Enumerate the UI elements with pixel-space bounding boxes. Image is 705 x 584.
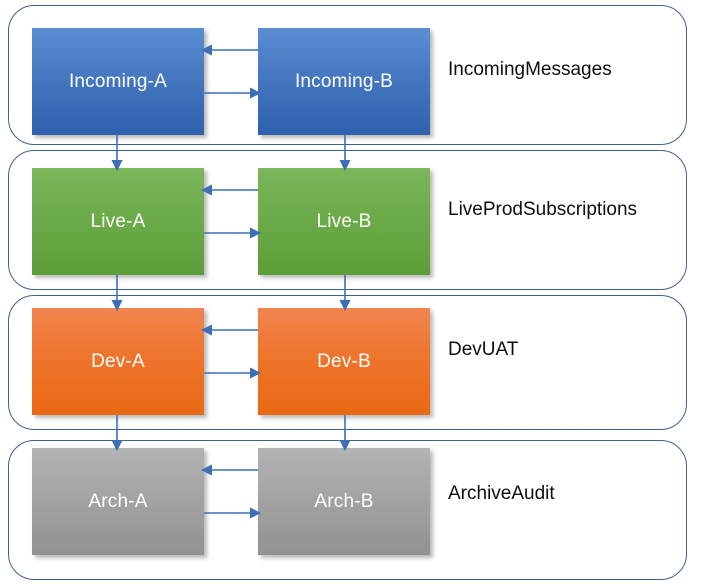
node-arch-a[interactable]: Arch-A [32, 448, 204, 555]
node-label: Live-A [90, 210, 146, 232]
group-label-text: ArchiveAudit [448, 483, 555, 504]
node-incoming-a[interactable]: Incoming-A [32, 28, 204, 135]
node-label: Live-B [316, 210, 372, 232]
node-live-a[interactable]: Live-A [32, 168, 204, 275]
node-label: Arch-B [314, 490, 374, 512]
node-dev-b[interactable]: Dev-B [258, 308, 430, 415]
group-container-liveprodsubscriptions[interactable] [8, 150, 687, 290]
group-label-text: DevUAT [448, 339, 519, 360]
group-label-devuat: DevUAT [448, 339, 518, 372]
group-label-archiveaudit: ArchiveAudit [448, 483, 555, 516]
node-label: Dev-A [91, 350, 145, 372]
group-label-text: IncomingMessages [448, 59, 612, 80]
node-arch-b[interactable]: Arch-B [258, 448, 430, 555]
group-label-liveprodsubscriptions: LiveProdSubscriptions [448, 199, 637, 232]
node-label: Dev-B [317, 350, 371, 372]
node-incoming-b[interactable]: Incoming-B [258, 28, 430, 135]
node-live-b[interactable]: Live-B [258, 168, 430, 275]
group-label-text: LiveProdSubscriptions [448, 199, 638, 220]
group-container-incomingmessages[interactable] [8, 5, 687, 145]
node-label: Incoming-A [68, 70, 168, 92]
node-label: Incoming-B [294, 70, 394, 92]
node-label: Arch-A [88, 490, 148, 512]
group-label-incomingmessages: IncomingMessages [448, 59, 612, 92]
group-container-devuat[interactable] [8, 295, 687, 430]
node-dev-a[interactable]: Dev-A [32, 308, 204, 415]
